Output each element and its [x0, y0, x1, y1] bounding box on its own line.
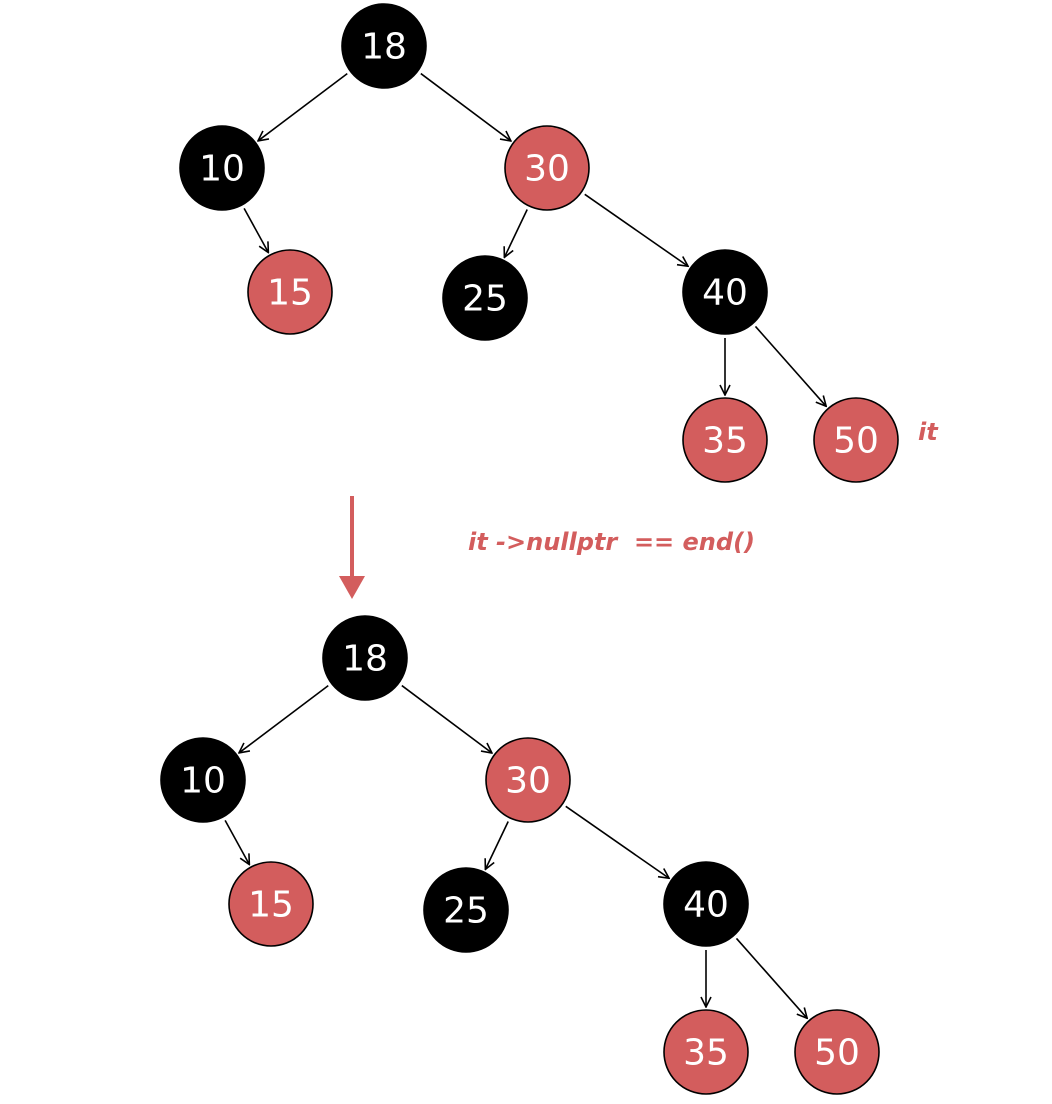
tree-node-35: 35 — [663, 1009, 749, 1095]
node-label: 10 — [180, 761, 226, 802]
edge-10-to-15 — [243, 207, 268, 252]
node-circle-red — [813, 397, 899, 483]
node-label: 15 — [248, 885, 294, 926]
node-circle-black — [179, 125, 265, 211]
node-label: 25 — [462, 279, 508, 320]
node-circle-black — [423, 867, 509, 953]
node-circle-red — [504, 125, 590, 211]
edge-30-to-25 — [485, 821, 509, 870]
edge-30-to-40 — [584, 193, 688, 266]
node-label: 40 — [702, 273, 748, 314]
tree-node-10: 10 — [160, 737, 246, 823]
node-circle-black — [160, 737, 246, 823]
edge-18-to-30 — [420, 72, 511, 141]
tree-node-35: 35 — [682, 397, 768, 483]
edge-10-to-15 — [224, 819, 249, 864]
tree-node-25: 25 — [442, 255, 528, 341]
node-circle-black — [682, 249, 768, 335]
node-circle-red — [682, 397, 768, 483]
tree-node-40: 40 — [682, 249, 768, 335]
transition-caption: it ->nullptr == end() — [468, 528, 755, 556]
edge-40-to-50 — [735, 937, 807, 1018]
edge-30-to-40 — [565, 805, 669, 878]
tree-node-30: 30 — [504, 125, 590, 211]
node-circle-black — [663, 861, 749, 947]
edge-30-to-25 — [504, 209, 528, 258]
node-label: 18 — [342, 639, 388, 680]
node-label: 15 — [267, 273, 313, 314]
node-circle-red — [794, 1009, 880, 1095]
tree-node-15: 15 — [247, 249, 333, 335]
tree-node-15: 15 — [228, 861, 314, 947]
tree-after: 18 10 30 15 25 40 35 50 — [160, 615, 880, 1095]
node-circle-red — [485, 737, 571, 823]
node-label: 40 — [683, 885, 729, 926]
tree-before: 18 10 30 15 25 40 35 50 — [179, 3, 899, 483]
node-label: 30 — [524, 149, 570, 190]
edge-18-to-10 — [258, 73, 348, 141]
iterator-pointer-label: it — [918, 418, 939, 446]
tree-node-25: 25 — [423, 867, 509, 953]
node-label: 50 — [814, 1033, 860, 1074]
node-label: 35 — [702, 421, 748, 462]
node-label: 10 — [199, 149, 245, 190]
transition-arrow — [339, 496, 365, 599]
node-circle-black — [341, 3, 427, 89]
tree-node-40: 40 — [663, 861, 749, 947]
tree-node-18: 18 — [322, 615, 408, 701]
tree-node-10: 10 — [179, 125, 265, 211]
tree-node-50: 50 — [813, 397, 899, 483]
tree-node-50: 50 — [794, 1009, 880, 1095]
node-label: 50 — [833, 421, 879, 462]
node-circle-red — [663, 1009, 749, 1095]
node-circle-black — [442, 255, 528, 341]
node-label: 25 — [443, 891, 489, 932]
edge-18-to-30 — [401, 684, 492, 753]
tree-node-18: 18 — [341, 3, 427, 89]
node-label: 35 — [683, 1033, 729, 1074]
edge-40-to-50 — [754, 325, 826, 406]
node-label: 18 — [361, 27, 407, 68]
node-circle-red — [247, 249, 333, 335]
tree-node-30: 30 — [485, 737, 571, 823]
node-label: 30 — [505, 761, 551, 802]
node-circle-black — [322, 615, 408, 701]
transition-arrow-head — [339, 576, 365, 599]
edge-18-to-10 — [239, 685, 329, 753]
node-circle-red — [228, 861, 314, 947]
